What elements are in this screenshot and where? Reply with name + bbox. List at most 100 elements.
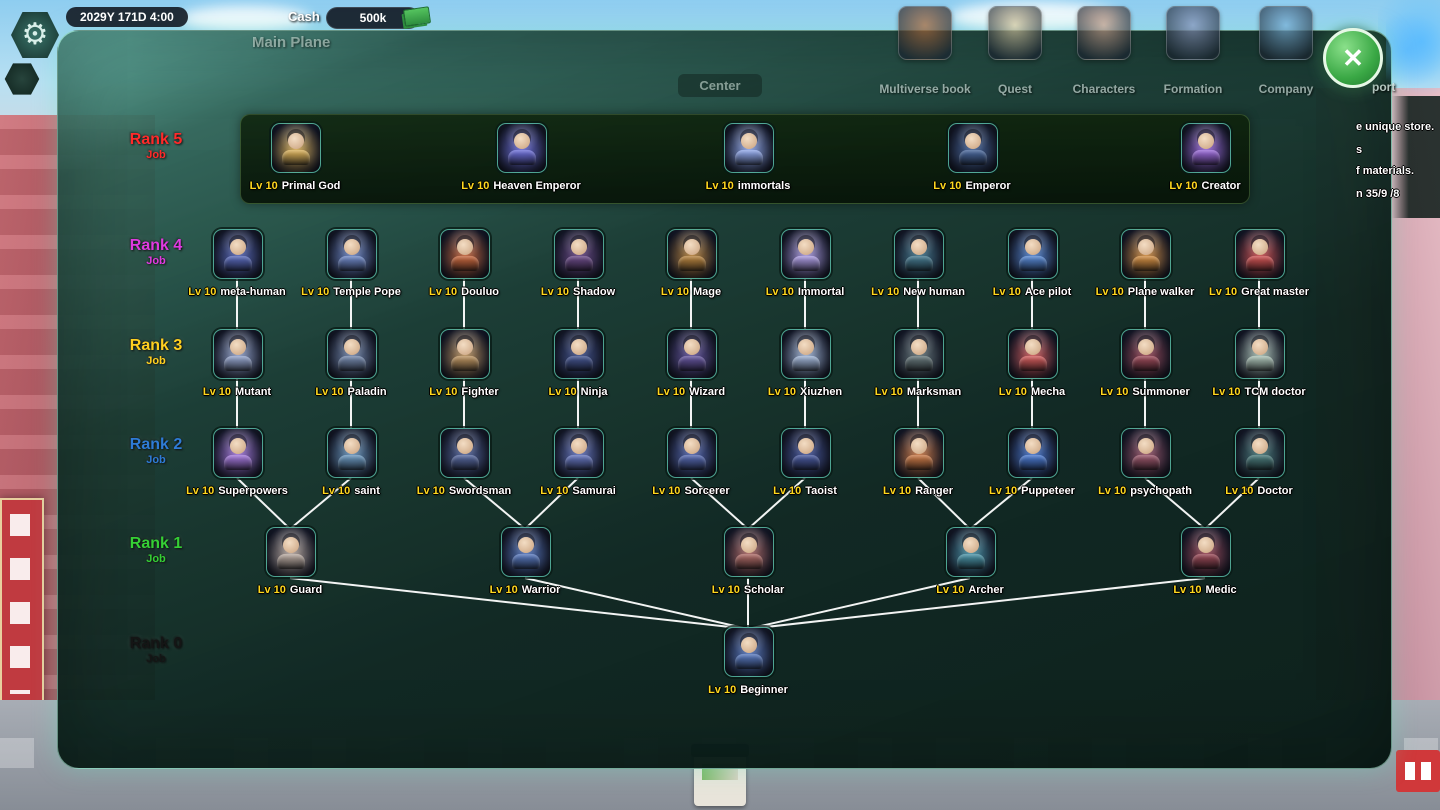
job-level: Lv 10: [1212, 386, 1241, 398]
job-portrait-icon[interactable]: [1181, 123, 1231, 173]
job-level: Lv 10: [301, 286, 330, 298]
job-portrait-icon[interactable]: [1121, 329, 1171, 379]
job-level: Lv 10: [773, 485, 802, 497]
job-portrait-icon[interactable]: [213, 428, 263, 478]
nav-label: Multiverse book: [879, 82, 971, 96]
job-portrait-icon[interactable]: [946, 527, 996, 577]
side-panel-edge: [1392, 96, 1440, 218]
job-portrait-icon[interactable]: [440, 229, 490, 279]
job-name: Samurai: [572, 485, 616, 497]
job-portrait-icon[interactable]: [894, 329, 944, 379]
job-level: Lv 10: [429, 386, 458, 398]
job-portrait-icon[interactable]: [213, 229, 263, 279]
job-portrait-icon[interactable]: [327, 329, 377, 379]
job-name: Archer: [968, 584, 1004, 596]
job-portrait-icon[interactable]: [327, 229, 377, 279]
settings-gear-button[interactable]: ⚙: [11, 12, 59, 58]
job-portrait-icon[interactable]: [1008, 428, 1058, 478]
nav-formation[interactable]: Formation: [1133, 6, 1253, 96]
job-portrait-icon[interactable]: [213, 329, 263, 379]
job-portrait-icon[interactable]: [1121, 229, 1171, 279]
close-button[interactable]: ✕: [1323, 28, 1383, 88]
nav-characters[interactable]: Characters: [1044, 6, 1164, 96]
job-portrait-icon[interactable]: [1008, 329, 1058, 379]
job-level: Lv 10: [708, 684, 737, 696]
job-level: Lv 10: [548, 386, 577, 398]
job-portrait-icon[interactable]: [1008, 229, 1058, 279]
job-portrait-icon[interactable]: [894, 428, 944, 478]
job-level: Lv 10: [765, 286, 794, 298]
job-level: Lv 10: [882, 485, 912, 497]
job-portrait-icon[interactable]: [1235, 428, 1285, 478]
job-name: Beginner: [740, 684, 788, 696]
job-level: Lv 10: [652, 485, 681, 497]
secondary-hud-button[interactable]: [4, 63, 40, 95]
job-portrait-icon[interactable]: [724, 627, 774, 677]
job-portrait-icon[interactable]: [1121, 428, 1171, 478]
gear-icon: ⚙: [21, 18, 49, 51]
nav-company-icon[interactable]: [1259, 6, 1313, 60]
job-portrait-icon[interactable]: [667, 428, 717, 478]
job-portrait-icon[interactable]: [724, 527, 774, 577]
job-level: Lv 10: [461, 180, 490, 192]
cash-value: 500k: [326, 7, 420, 29]
job-portrait-icon[interactable]: [1235, 329, 1285, 379]
job-portrait-icon[interactable]: [894, 229, 944, 279]
job-portrait-icon[interactable]: [266, 527, 316, 577]
nav-multiverse-book[interactable]: Multiverse book: [865, 6, 985, 96]
job-name: Mecha: [1030, 386, 1066, 398]
job-level: Lv 10: [1208, 286, 1238, 298]
job-name: Primal God: [281, 180, 341, 192]
job-portrait-icon[interactable]: [667, 229, 717, 279]
job-portrait-icon[interactable]: [724, 123, 774, 173]
center-button[interactable]: Center: [678, 74, 762, 97]
left-vertical-sign: [0, 498, 44, 714]
job-portrait-icon[interactable]: [948, 123, 998, 173]
job-portrait-icon[interactable]: [667, 329, 717, 379]
job-portrait-icon[interactable]: [327, 428, 377, 478]
nav-characters-icon[interactable]: [1077, 6, 1131, 60]
job-name: Doctor: [1257, 485, 1293, 497]
job-portrait-icon[interactable]: [554, 329, 604, 379]
job-portrait-icon[interactable]: [271, 123, 321, 173]
job-name: Emperor: [965, 180, 1011, 192]
nav-company[interactable]: Company: [1226, 6, 1346, 96]
nav-quest[interactable]: Quest: [955, 6, 1075, 96]
nav-multiverse-book-icon[interactable]: [898, 6, 952, 60]
job-level: Lv 10: [186, 485, 215, 497]
nav-quest-icon[interactable]: [988, 6, 1042, 60]
job-level: Lv 10: [1100, 386, 1129, 398]
job-portrait-icon[interactable]: [554, 428, 604, 478]
job-level: Lv 10: [1095, 286, 1124, 298]
job-portrait-icon[interactable]: [497, 123, 547, 173]
job-portrait-icon[interactable]: [501, 527, 551, 577]
job-name: Scholar: [743, 584, 785, 596]
job-name: immortals: [737, 180, 791, 192]
job-portrait-icon[interactable]: [440, 329, 490, 379]
job-portrait-icon[interactable]: [781, 329, 831, 379]
job-level: Lv 10: [540, 485, 569, 497]
job-portrait-icon[interactable]: [781, 229, 831, 279]
job-name: Heaven Emperor: [493, 180, 581, 192]
job-portrait-icon[interactable]: [440, 428, 490, 478]
nav-formation-icon[interactable]: [1166, 6, 1220, 60]
job-portrait-icon[interactable]: [554, 229, 604, 279]
nav-label: Quest: [997, 82, 1032, 96]
job-portrait-icon[interactable]: [781, 428, 831, 478]
job-name: Fighter: [461, 386, 499, 398]
job-level: Lv 10: [188, 286, 217, 298]
close-icon: ✕: [1342, 42, 1364, 73]
job-portrait-icon[interactable]: [1235, 229, 1285, 279]
job-portrait-icon[interactable]: [1181, 527, 1231, 577]
job-name: Shadow: [572, 286, 616, 298]
